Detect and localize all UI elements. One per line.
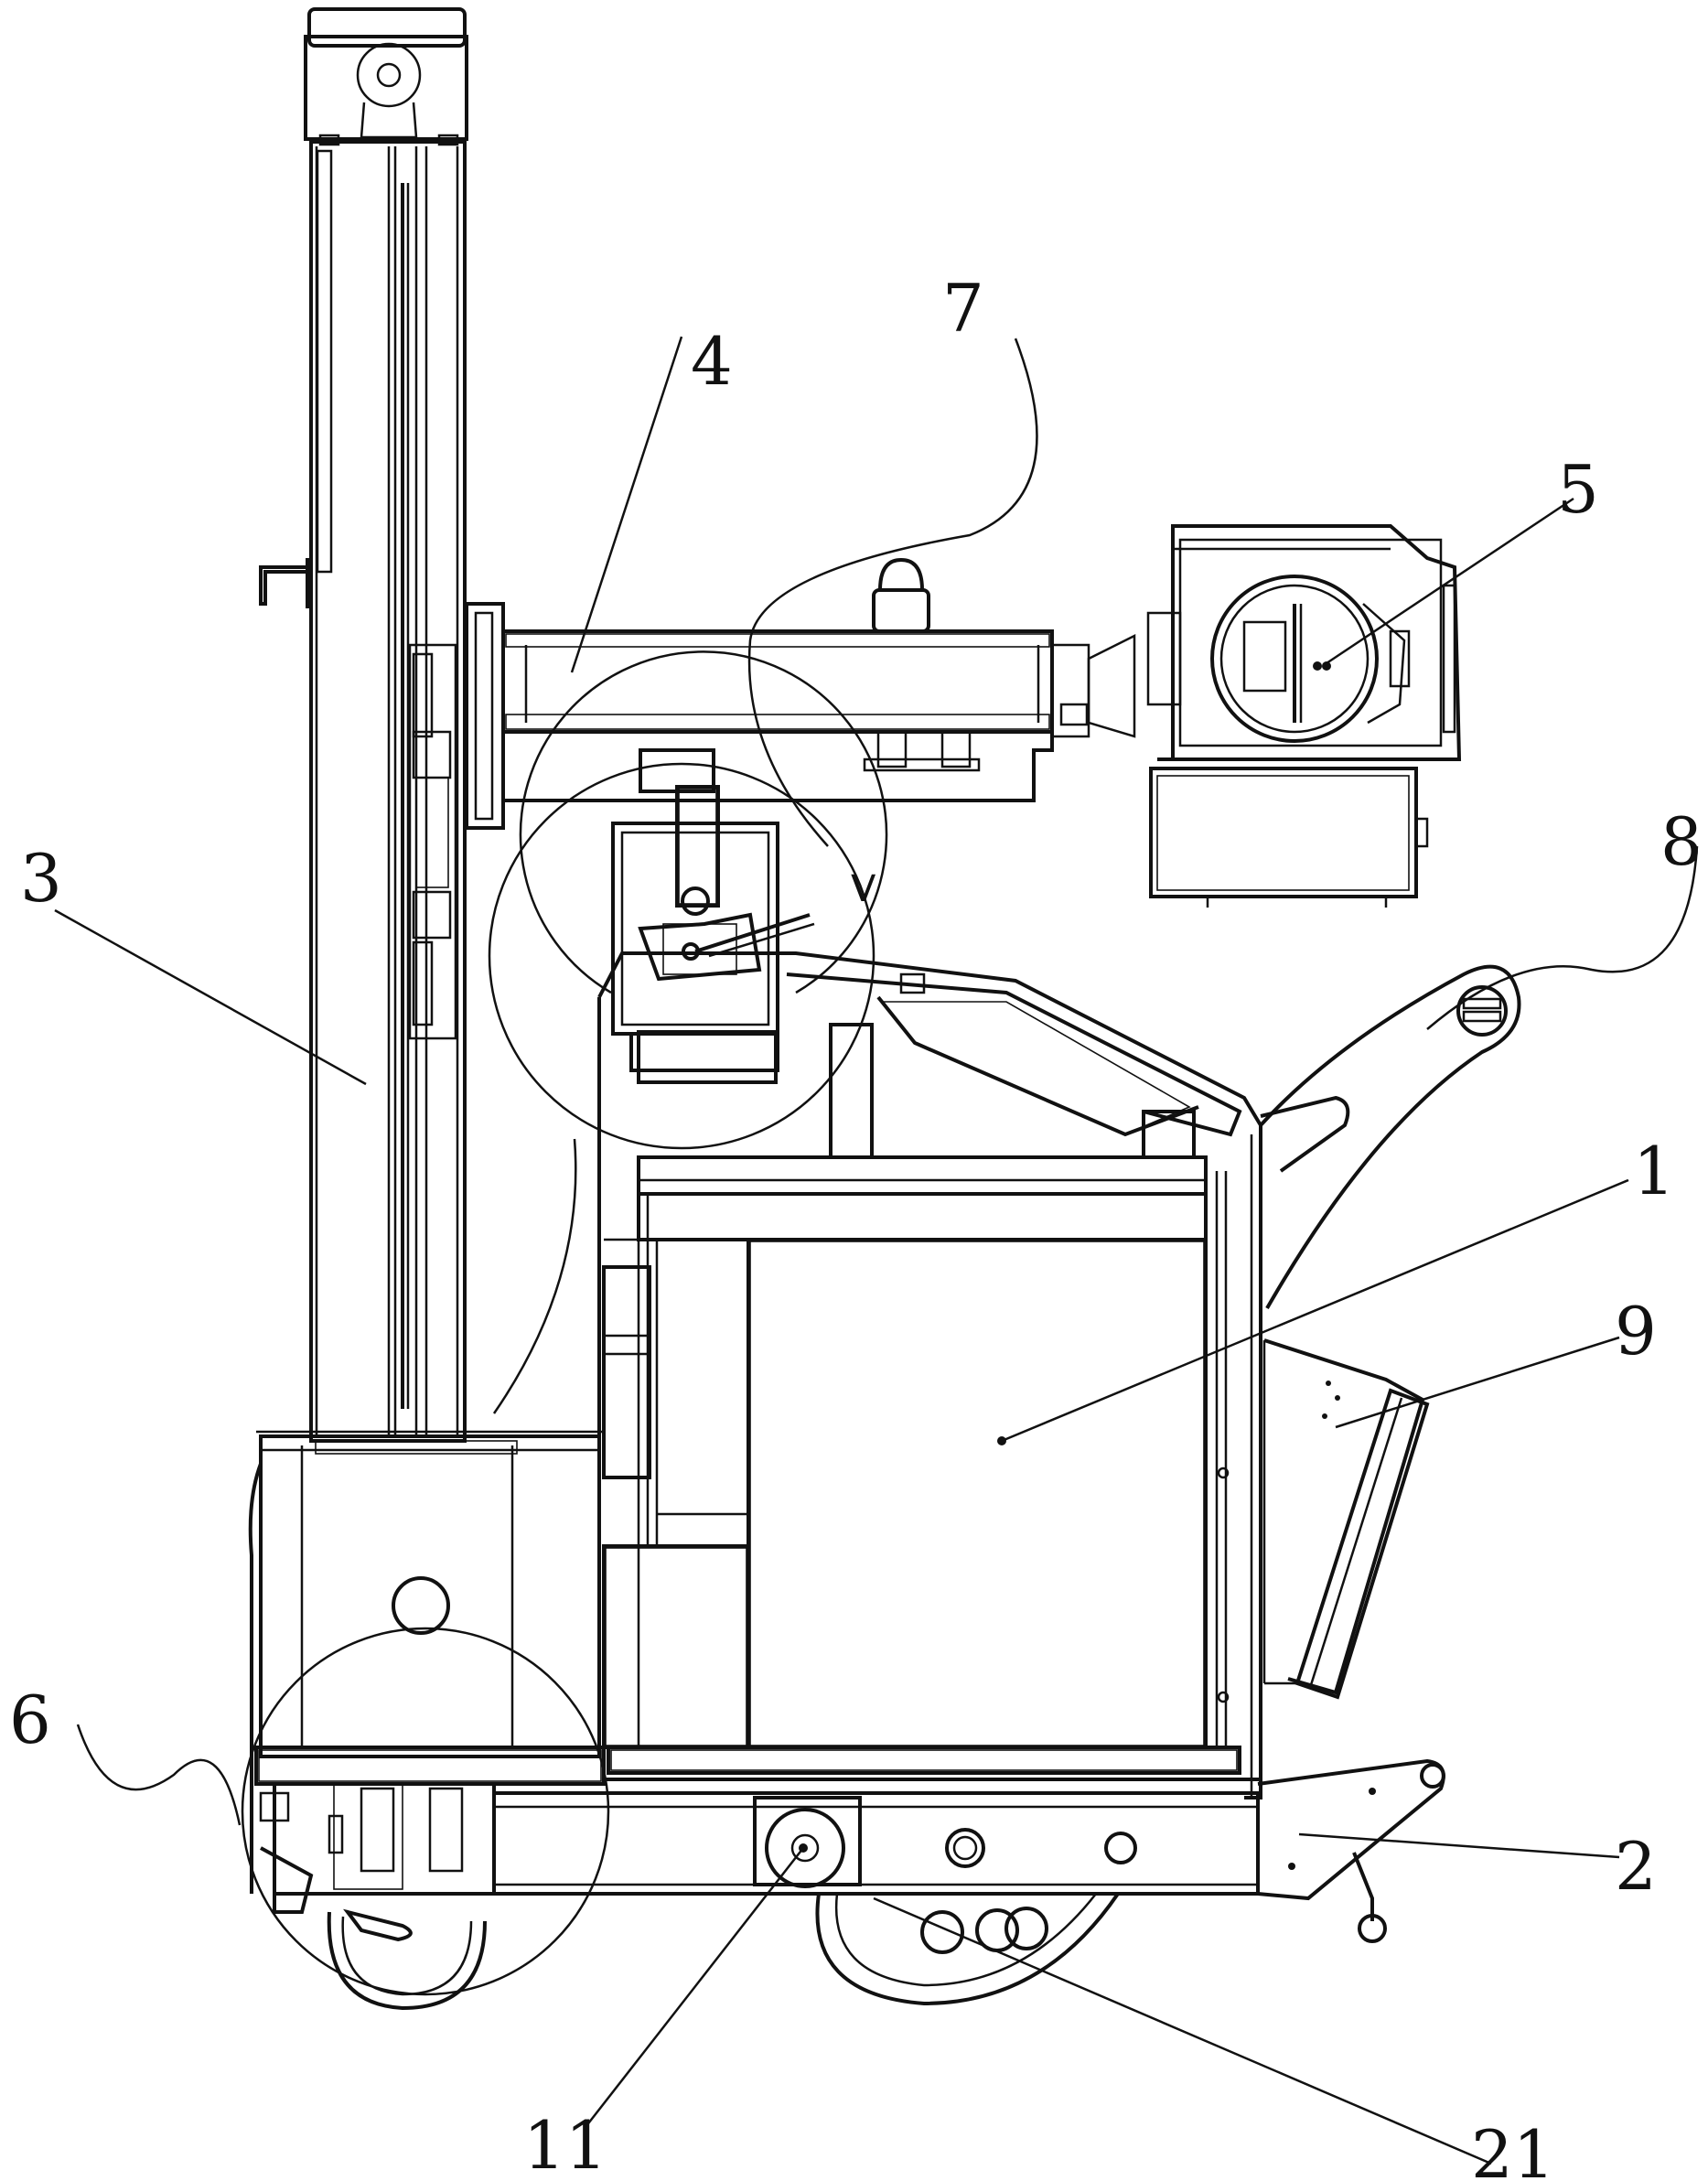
front-caster-assembly bbox=[251, 1432, 604, 2008]
leader-lines bbox=[55, 337, 1697, 2164]
callout-9: 9 bbox=[1615, 1293, 1657, 1370]
callout-7: 7 bbox=[942, 270, 984, 347]
callout-4: 4 bbox=[691, 323, 733, 400]
leader-8 bbox=[1427, 846, 1697, 1029]
pointer-dot-5 bbox=[1322, 661, 1331, 671]
leader-3 bbox=[55, 910, 366, 1084]
leader-4 bbox=[572, 337, 682, 672]
callout-21: 21 bbox=[1471, 2116, 1555, 2181]
vertical-column bbox=[261, 9, 467, 1441]
leader-5 bbox=[1327, 499, 1574, 663]
callout-3: 3 bbox=[20, 840, 62, 917]
callout-1: 1 bbox=[1633, 1133, 1675, 1209]
callout-8: 8 bbox=[1660, 803, 1703, 880]
callout-2: 2 bbox=[1615, 1828, 1657, 1905]
horizontal-arm bbox=[467, 560, 1134, 828]
detail-mark-v: V bbox=[851, 868, 876, 910]
callout-5: 5 bbox=[1557, 451, 1599, 528]
leader-21 bbox=[874, 1898, 1491, 2164]
callout-6: 6 bbox=[9, 1681, 51, 1758]
callout-11: 11 bbox=[523, 2107, 607, 2181]
main-wheel bbox=[817, 1894, 1118, 2004]
leader-6 bbox=[78, 1724, 240, 1825]
pointer-dot-1 bbox=[997, 1436, 1006, 1445]
pointer-dot-11 bbox=[799, 1843, 808, 1853]
chassis bbox=[494, 1761, 1444, 1941]
cassette-holder bbox=[1264, 1340, 1427, 1697]
leader-9 bbox=[1336, 1338, 1619, 1427]
leader-2 bbox=[1299, 1834, 1619, 1857]
leader-1 bbox=[1002, 1180, 1628, 1441]
main-body bbox=[599, 953, 1262, 1798]
leader-11 bbox=[585, 1848, 803, 2127]
arm-support-pivot bbox=[613, 750, 814, 1070]
xray-tube-head bbox=[1148, 526, 1459, 908]
rear-handle bbox=[1261, 967, 1520, 1308]
